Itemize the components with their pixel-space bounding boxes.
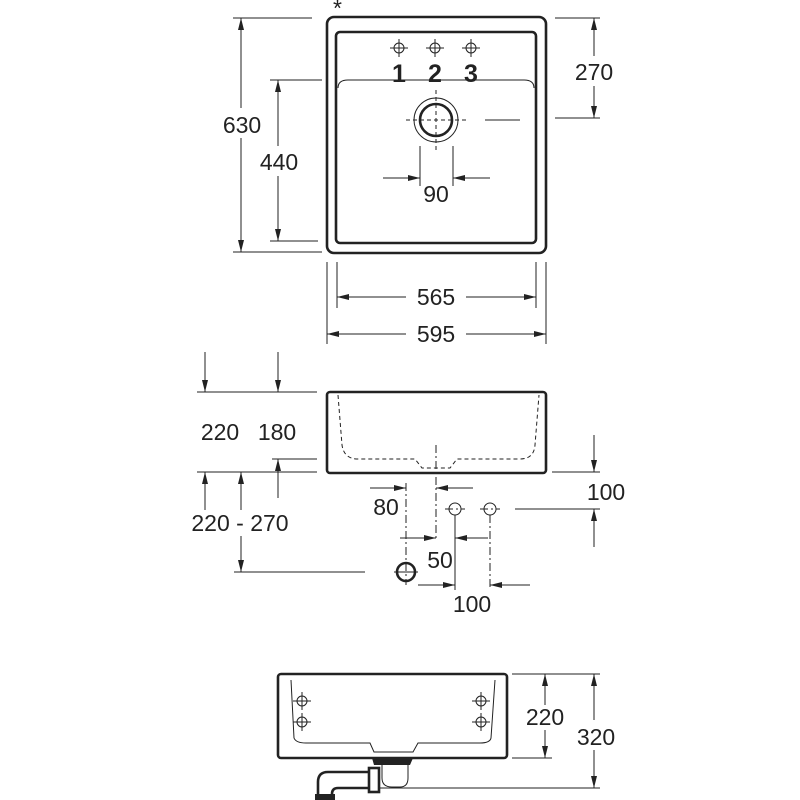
trap-icon	[315, 758, 413, 800]
tap-hole-2-icon	[425, 38, 445, 58]
basin-edge	[337, 79, 535, 89]
tap-hole-label-3: 3	[464, 60, 478, 88]
dim-tap-to-drain: 270	[575, 59, 613, 85]
waste-hole-icon	[394, 561, 418, 583]
dim-outer-width: 595	[417, 321, 455, 347]
supply-hole-icon	[480, 502, 500, 516]
dim-drain-dia: 90	[423, 181, 449, 207]
sink-outline	[325, 15, 548, 255]
supply-hole-icon	[445, 502, 465, 516]
dim-height-total: 630	[223, 112, 261, 138]
dim-offset-50: 50	[427, 547, 453, 573]
dim-front-320: 320	[577, 724, 615, 750]
dim-height-basin: 440	[260, 149, 298, 175]
mount-hole-icon	[471, 712, 491, 732]
tap-hole-label-1: 1	[392, 60, 406, 88]
mount-hole-icon	[292, 712, 312, 732]
asterisk-note: *	[333, 0, 342, 21]
dim-side-height: 220	[201, 419, 239, 445]
mount-hole-icon	[292, 691, 312, 711]
top-view: * 1 2 3 90 630 440	[216, 0, 620, 349]
dim-mount-range: 220 - 270	[191, 510, 288, 536]
dim-height-100: 100	[587, 479, 625, 505]
mount-hole-icon	[471, 691, 491, 711]
dim-spacing-100: 100	[453, 591, 491, 617]
dim-depth: 180	[258, 419, 296, 445]
sink-front-outline	[276, 672, 509, 760]
side-view: 220 180 220 - 270 100 80 50 100	[191, 352, 625, 617]
dim-offset-80: 80	[373, 494, 399, 520]
tap-hole-1-icon	[389, 38, 409, 58]
sink-side-outline	[325, 390, 548, 475]
tap-hole-label-2: 2	[428, 60, 442, 88]
front-view: 220 320	[276, 672, 622, 800]
drain-icon	[406, 90, 466, 150]
dim-front-220: 220	[526, 704, 564, 730]
dim-inner-width: 565	[417, 284, 455, 310]
basin-outline	[334, 30, 538, 245]
tap-hole-3-icon	[461, 38, 481, 58]
